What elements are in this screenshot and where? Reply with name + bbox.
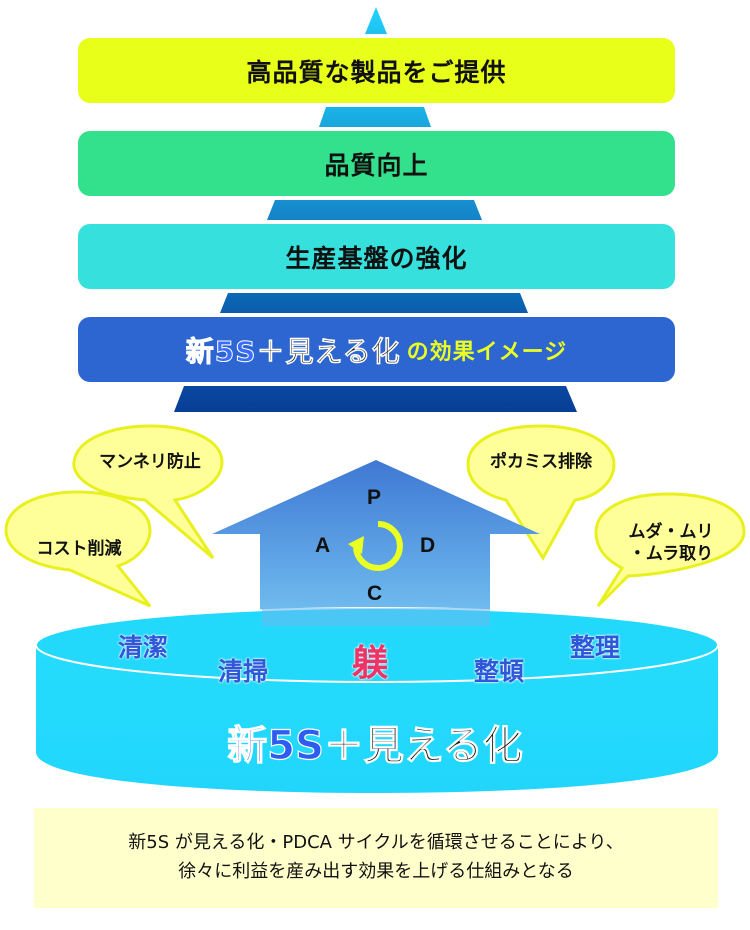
pyramid-step-2 [267, 200, 482, 220]
tier-5s-effect-image: 新5S ＋見える化 の効果イメージ [78, 317, 675, 382]
word-seiri: 整理 [570, 633, 621, 662]
pyramid-apex [365, 7, 387, 34]
clockwise-arrow-icon [348, 521, 403, 571]
note-line-1: 新5S が見える化・PDCA サイクルを循環させることにより、 [128, 832, 624, 854]
bubble-left-top [72, 424, 224, 560]
note-line-2: 徐々に利益を産み出す効果を上げる仕組みとなる [178, 861, 574, 882]
tier-high-quality-products: 高品質な製品をご提供 [78, 38, 675, 103]
bubble-left-bottom [4, 490, 152, 608]
tier-label: 生産基盤の強化 [285, 243, 468, 273]
pyramid-step-1 [319, 107, 431, 127]
tier-label-5s: 新5S [185, 334, 257, 368]
bubble-line-2: ・ムラ取り [628, 544, 714, 565]
tier-production-base: 生産基盤の強化 [78, 224, 675, 289]
word-shitsuke: 躾 [352, 643, 389, 684]
bubble-text-mannerism-prevention: マンネリ防止 [99, 452, 201, 472]
pyramid-step-3 [220, 293, 528, 313]
bubble-right-top [466, 424, 616, 561]
pyramid-step-4 [174, 386, 577, 412]
tier-label-visualize: ＋見える化 [256, 334, 401, 368]
summary-note: 新5S が見える化・PDCA サイクルを循環させることにより、 徐々に利益を産み… [34, 808, 718, 908]
pyramid-background [174, 7, 577, 412]
bubble-text-muda-muri-mura: ムダ・ムリ ・ムラ取り [598, 521, 744, 565]
speech-bubbles [4, 424, 746, 608]
tier-label: 品質向上 [324, 150, 429, 180]
bubble-right-bottom [594, 492, 746, 608]
pdca-plan: P [367, 486, 382, 509]
disk-title: 新5S＋見える化 [0, 713, 750, 771]
word-seisou: 清掃 [218, 657, 269, 686]
tier-label-effect: の効果イメージ [406, 339, 568, 365]
word-seiton: 整頓 [474, 657, 525, 686]
pdca-act: A [315, 534, 331, 557]
bubble-text-cost-reduction: コスト削減 [36, 539, 122, 559]
tier-label: 高品質な製品をご提供 [246, 57, 507, 87]
bubble-line-1: ムダ・ムリ [628, 522, 714, 542]
disk-title-visualize: ＋見える化 [323, 723, 523, 770]
disk-title-5s: 新5S [227, 722, 325, 769]
pdca-check: C [367, 582, 383, 605]
pdca-do: D [420, 534, 436, 557]
disk-body [36, 645, 718, 793]
bubble-text-error-elimination: ポカミス排除 [490, 452, 592, 472]
word-seiketsu: 清潔 [118, 633, 169, 662]
tier-quality-improvement: 品質向上 [78, 131, 675, 196]
